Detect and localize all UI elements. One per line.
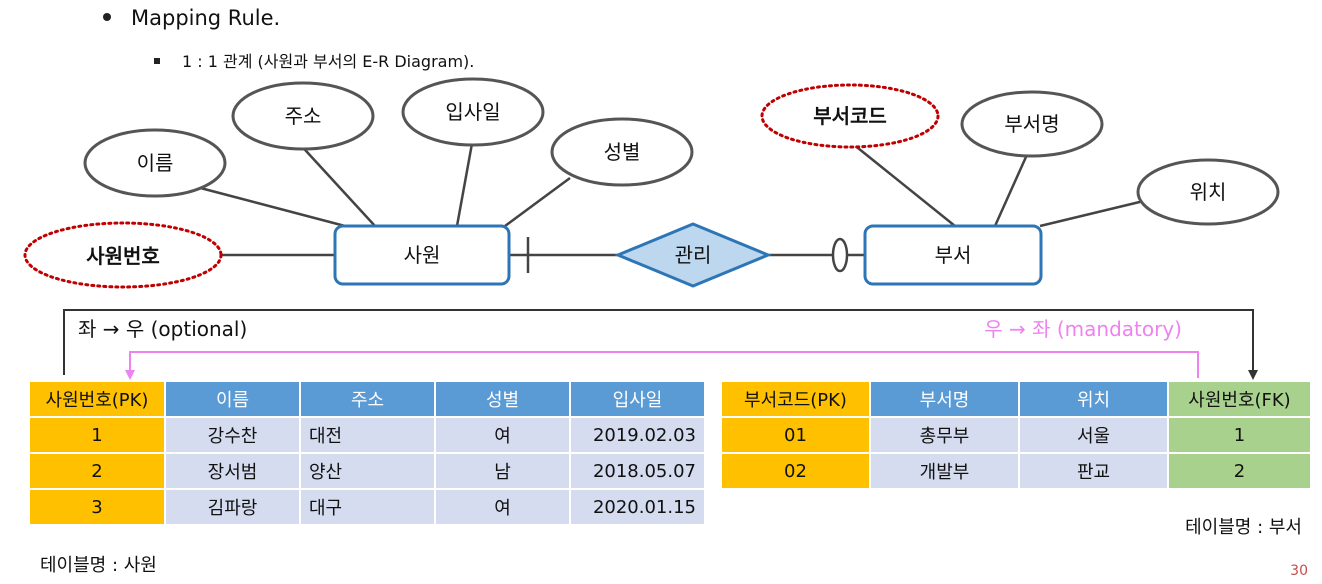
attr-dept-pk-ellipse	[760, 83, 940, 149]
line-gender	[504, 176, 571, 228]
relationship-label: 관리	[675, 243, 712, 267]
cell-emp-pk: 1	[30, 418, 164, 452]
table-row: 2 장서범 양산 남 2018.05.07	[30, 454, 704, 488]
attr-gender-ellipse	[550, 117, 694, 187]
attr-name-ellipse	[83, 128, 227, 198]
bullet-mapping-rule: Mapping Rule.	[103, 6, 280, 30]
arrow-left-to-right	[63, 309, 1254, 375]
cell-dept-loc: 서울	[1020, 418, 1167, 452]
cell-emp-addr: 양산	[301, 454, 434, 488]
cell-emp-hire: 2018.05.07	[571, 454, 704, 488]
attr-dept-pk-label: 부서코드	[813, 104, 887, 128]
header-emp-hire: 입사일	[571, 382, 704, 416]
cardinality-zero-mark	[831, 237, 849, 273]
table-department: 부서코드(PK) 부서명 위치 사원번호(FK) 01 총무부 서울 1 02 …	[720, 380, 1312, 490]
cell-emp-gender: 남	[436, 454, 569, 488]
line-addr	[295, 139, 376, 227]
entity-department	[863, 224, 1043, 286]
cell-dept-loc: 판교	[1020, 454, 1167, 488]
entity-employee-label: 사원	[404, 243, 441, 267]
header-dept-name: 부서명	[871, 382, 1018, 416]
bullet-square-icon	[154, 57, 160, 64]
bullet-relation: 1 : 1 관계 (사원과 부서의 E-R Diagram).	[154, 48, 474, 72]
header-dept-pk: 부서코드(PK)	[722, 382, 869, 416]
table-header-row: 사원번호(PK) 이름 주소 성별 입사일	[30, 382, 704, 416]
table-employee: 사원번호(PK) 이름 주소 성별 입사일 1 강수찬 대전 여 2019.02…	[28, 380, 706, 526]
cell-emp-pk: 3	[30, 490, 164, 524]
line-dept-name	[993, 147, 1032, 227]
arrow-lr-label: 좌 → 우 (optional)	[78, 317, 247, 341]
bullet-level1-text: Mapping Rule.	[131, 6, 281, 30]
attr-dept-loc-ellipse	[1136, 158, 1280, 226]
cell-emp-hire: 2019.02.03	[571, 418, 704, 452]
attr-gender-label: 성별	[604, 140, 641, 164]
attr-dept-name-ellipse	[960, 90, 1104, 158]
header-emp-gender: 성별	[436, 382, 569, 416]
cell-emp-name: 장서범	[166, 454, 299, 488]
arrow-right-to-left	[129, 351, 1199, 378]
cell-dept-name: 개발부	[871, 454, 1018, 488]
header-emp-addr: 주소	[301, 382, 434, 416]
arrow-lr-head-icon	[1248, 370, 1258, 380]
caption-employee: 테이블명 : 사원	[40, 555, 157, 576]
arrow-rl-label: 우 → 좌 (mandatory)	[984, 317, 1182, 341]
cell-emp-gender: 여	[436, 490, 569, 524]
table-row: 02 개발부 판교 2	[722, 454, 1310, 488]
attr-dept-name-label: 부서명	[1004, 112, 1059, 136]
bullet-level2-text: 1 : 1 관계 (사원과 부서의 E-R Diagram).	[182, 52, 475, 71]
header-emp-name: 이름	[166, 382, 299, 416]
cell-emp-addr: 대전	[301, 418, 434, 452]
header-dept-loc: 위치	[1020, 382, 1167, 416]
entity-department-label: 부서	[935, 243, 972, 267]
line-dept-loc	[1039, 198, 1149, 228]
attr-emp-pk-ellipse	[23, 221, 223, 289]
attr-hire-label: 입사일	[445, 100, 500, 124]
entity-employee	[333, 224, 511, 286]
line-dept-pk	[847, 139, 956, 227]
cell-emp-name: 김파랑	[166, 490, 299, 524]
arrow-rl-head-icon	[125, 370, 135, 380]
cell-dept-fk: 1	[1169, 418, 1310, 452]
cell-emp-addr: 대구	[301, 490, 434, 524]
table-header-row: 부서코드(PK) 부서명 위치 사원번호(FK)	[722, 382, 1310, 416]
cell-dept-fk: 2	[1169, 454, 1310, 488]
cell-dept-pk: 02	[722, 454, 869, 488]
table-row: 3 김파랑 대구 여 2020.01.15	[30, 490, 704, 524]
cell-emp-name: 강수찬	[166, 418, 299, 452]
relationship-diamond	[614, 222, 772, 288]
caption-department: 테이블명 : 부서	[1185, 517, 1302, 538]
attr-dept-loc-label: 위치	[1190, 180, 1227, 204]
table-row: 1 강수찬 대전 여 2019.02.03	[30, 418, 704, 452]
cell-emp-pk: 2	[30, 454, 164, 488]
table-row: 01 총무부 서울 1	[722, 418, 1310, 452]
attr-name-label: 이름	[137, 151, 174, 175]
attr-hire-ellipse	[401, 77, 545, 147]
bullet-dot-icon	[103, 13, 111, 21]
line-hire	[455, 137, 475, 227]
cell-emp-hire: 2020.01.15	[571, 490, 704, 524]
page-number: 30	[1290, 563, 1308, 579]
header-dept-fk: 사원번호(FK)	[1169, 382, 1310, 416]
attr-emp-pk-label: 사원번호	[86, 244, 160, 268]
cell-dept-pk: 01	[722, 418, 869, 452]
cell-dept-name: 총무부	[871, 418, 1018, 452]
header-emp-pk: 사원번호(PK)	[30, 382, 164, 416]
attr-addr-label: 주소	[285, 104, 322, 128]
attr-addr-ellipse	[231, 81, 375, 151]
cell-emp-gender: 여	[436, 418, 569, 452]
